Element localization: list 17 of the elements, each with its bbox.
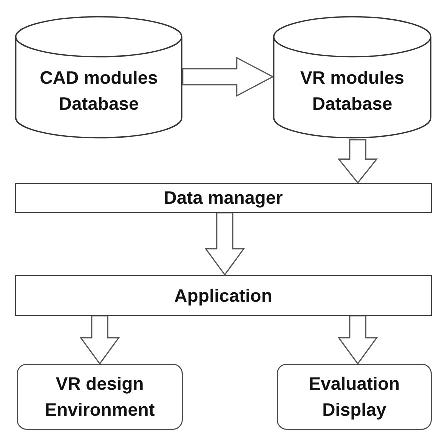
node-label: CAD modules Database xyxy=(38,66,159,116)
block-arrow xyxy=(80,315,120,366)
node-label: VR design Environment xyxy=(44,373,156,422)
node-label: VR modules Database xyxy=(299,66,406,116)
node-label: Evaluation Display xyxy=(308,373,402,422)
node-label: Application xyxy=(174,284,272,308)
block-arrow xyxy=(182,57,274,97)
rounded-box xyxy=(277,364,432,430)
block-arrow xyxy=(204,212,246,276)
block-arrow xyxy=(338,315,378,366)
database-cylinder xyxy=(273,15,432,140)
process-bar xyxy=(15,275,432,316)
database-cylinder xyxy=(15,15,183,140)
rounded-box xyxy=(17,364,183,430)
block-arrow xyxy=(338,139,378,184)
process-bar xyxy=(15,183,432,213)
node-label: Data manager xyxy=(164,187,284,210)
